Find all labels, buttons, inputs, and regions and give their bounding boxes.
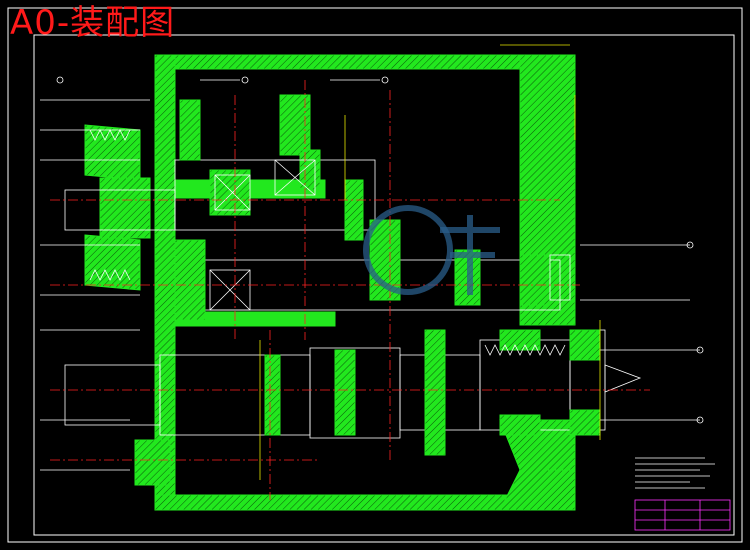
middle-shaft [174,219,571,321]
housing [154,54,576,511]
watermark [363,205,500,295]
drawing-title: A0-装配图 [10,3,176,43]
pulley [64,124,176,291]
centerlines [50,80,650,500]
spindle [64,329,642,486]
technical-notes [635,457,715,489]
dimension-lines [259,44,601,480]
inner-border [33,34,735,536]
leader-lines [40,76,704,471]
outer-border [7,7,743,543]
title-block [634,499,731,531]
